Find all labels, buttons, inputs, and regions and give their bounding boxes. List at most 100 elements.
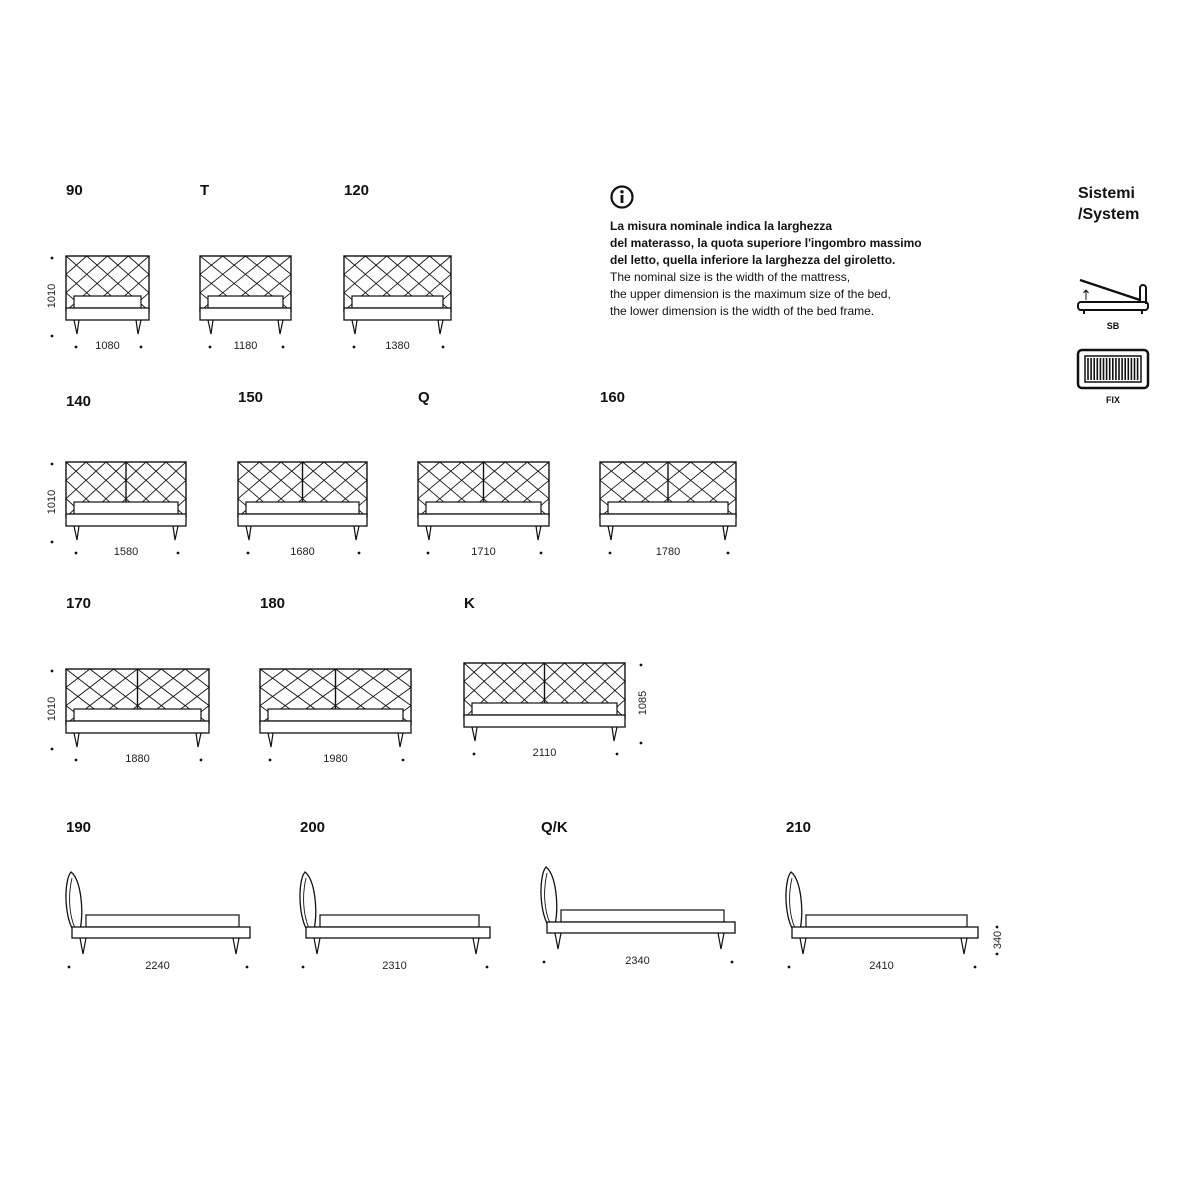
bed-size-label: Q <box>418 389 430 406</box>
bed-frame <box>65 307 150 321</box>
dim-dot <box>401 758 405 762</box>
fixed-slats-icon <box>1076 348 1150 390</box>
system-sb-label: SB <box>1106 321 1120 331</box>
bed-size-label: 160 <box>600 389 626 406</box>
dim-dot <box>245 965 249 969</box>
leg-right <box>195 732 202 748</box>
system-sb: SB <box>1076 278 1150 331</box>
system-fix-label: FIX <box>1105 395 1120 405</box>
bed-size-label: T <box>200 182 210 199</box>
bed-size-label: Q/K <box>541 819 568 836</box>
headboard-profile <box>785 871 803 931</box>
bed-frame <box>791 926 979 939</box>
dim-dot <box>787 965 791 969</box>
dim-dot <box>139 345 143 349</box>
bed-size-label: 170 <box>66 595 92 612</box>
dim-dot <box>50 747 54 751</box>
headboard-seam <box>303 877 310 929</box>
systems-title-line-1: Sistemi <box>1078 185 1135 202</box>
dim-dot <box>50 334 54 338</box>
dim-dot <box>615 752 619 756</box>
length-dimension: 2410 <box>869 960 894 972</box>
leg-right <box>353 525 360 541</box>
leg-right <box>437 319 444 335</box>
leg-right <box>722 525 729 541</box>
dim-dot <box>176 551 180 555</box>
bed-size-label: 190 <box>66 819 92 836</box>
leg-right <box>717 932 725 950</box>
note-italian-line-3: del letto, quella inferiore la larghezza… <box>610 253 896 267</box>
bed-frame <box>237 513 368 527</box>
bed-frame <box>305 926 491 939</box>
dim-dot <box>995 952 999 956</box>
width-dimension: 1180 <box>233 340 258 352</box>
dim-dot <box>726 551 730 555</box>
bed-size-label: K <box>464 595 475 612</box>
leg-right <box>277 319 284 335</box>
dim-dot <box>539 551 543 555</box>
info-note: La misura nominale indica la larghezza d… <box>610 185 980 320</box>
dim-dot <box>608 551 612 555</box>
leg-right <box>535 525 542 541</box>
bed-frame <box>65 513 187 527</box>
systems-title-line-2: /System <box>1078 206 1140 223</box>
width-dimension: 1780 <box>655 546 681 558</box>
leg-right <box>611 726 618 742</box>
leg-right <box>472 937 480 955</box>
dim-dot <box>268 758 272 762</box>
bed-size-label: 200 <box>300 819 326 836</box>
length-dimension: 2240 <box>145 960 170 972</box>
leg-left <box>554 932 562 950</box>
leg-left <box>351 319 358 335</box>
note-italian-line-1: La misura nominale indica la larghezza <box>610 219 833 233</box>
leg-left <box>73 525 80 541</box>
storage-lift-icon <box>1077 278 1149 314</box>
leg-left <box>207 319 214 335</box>
leg-right <box>397 732 404 748</box>
length-dimension: 2310 <box>382 960 407 972</box>
dim-dot <box>199 758 203 762</box>
systems-title: Sistemi /System <box>1078 183 1139 225</box>
headboard-seam <box>69 877 76 929</box>
dim-dot <box>441 345 445 349</box>
bed-frame <box>599 513 737 527</box>
dim-dot <box>50 462 54 466</box>
bed-frame <box>65 720 210 734</box>
leg-left <box>313 937 321 955</box>
dim-dot <box>281 345 285 349</box>
info-circle-icon <box>610 185 634 209</box>
leg-right <box>135 319 142 335</box>
dim-dot <box>50 540 54 544</box>
width-dimension: 1680 <box>290 546 315 558</box>
note-english-line-3: the lower dimension is the width of the … <box>610 304 875 318</box>
leg-right <box>172 525 179 541</box>
dim-dot <box>246 551 250 555</box>
leg-left <box>79 937 87 955</box>
width-dimension: 1380 <box>385 340 410 352</box>
width-dimension: 2110 <box>532 747 557 759</box>
dim-dot <box>50 669 54 673</box>
leg-right <box>960 937 968 955</box>
mattress <box>805 914 968 928</box>
bed-frame <box>71 926 251 939</box>
bed-frame <box>343 307 452 321</box>
dim-dot <box>74 551 78 555</box>
dim-dot <box>426 551 430 555</box>
bed-frame <box>463 714 626 728</box>
bed-frame <box>199 307 292 321</box>
leg-right <box>232 937 240 955</box>
dim-dot <box>357 551 361 555</box>
dim-dot <box>973 965 977 969</box>
leg-left <box>73 732 80 748</box>
bed-frame <box>417 513 550 527</box>
